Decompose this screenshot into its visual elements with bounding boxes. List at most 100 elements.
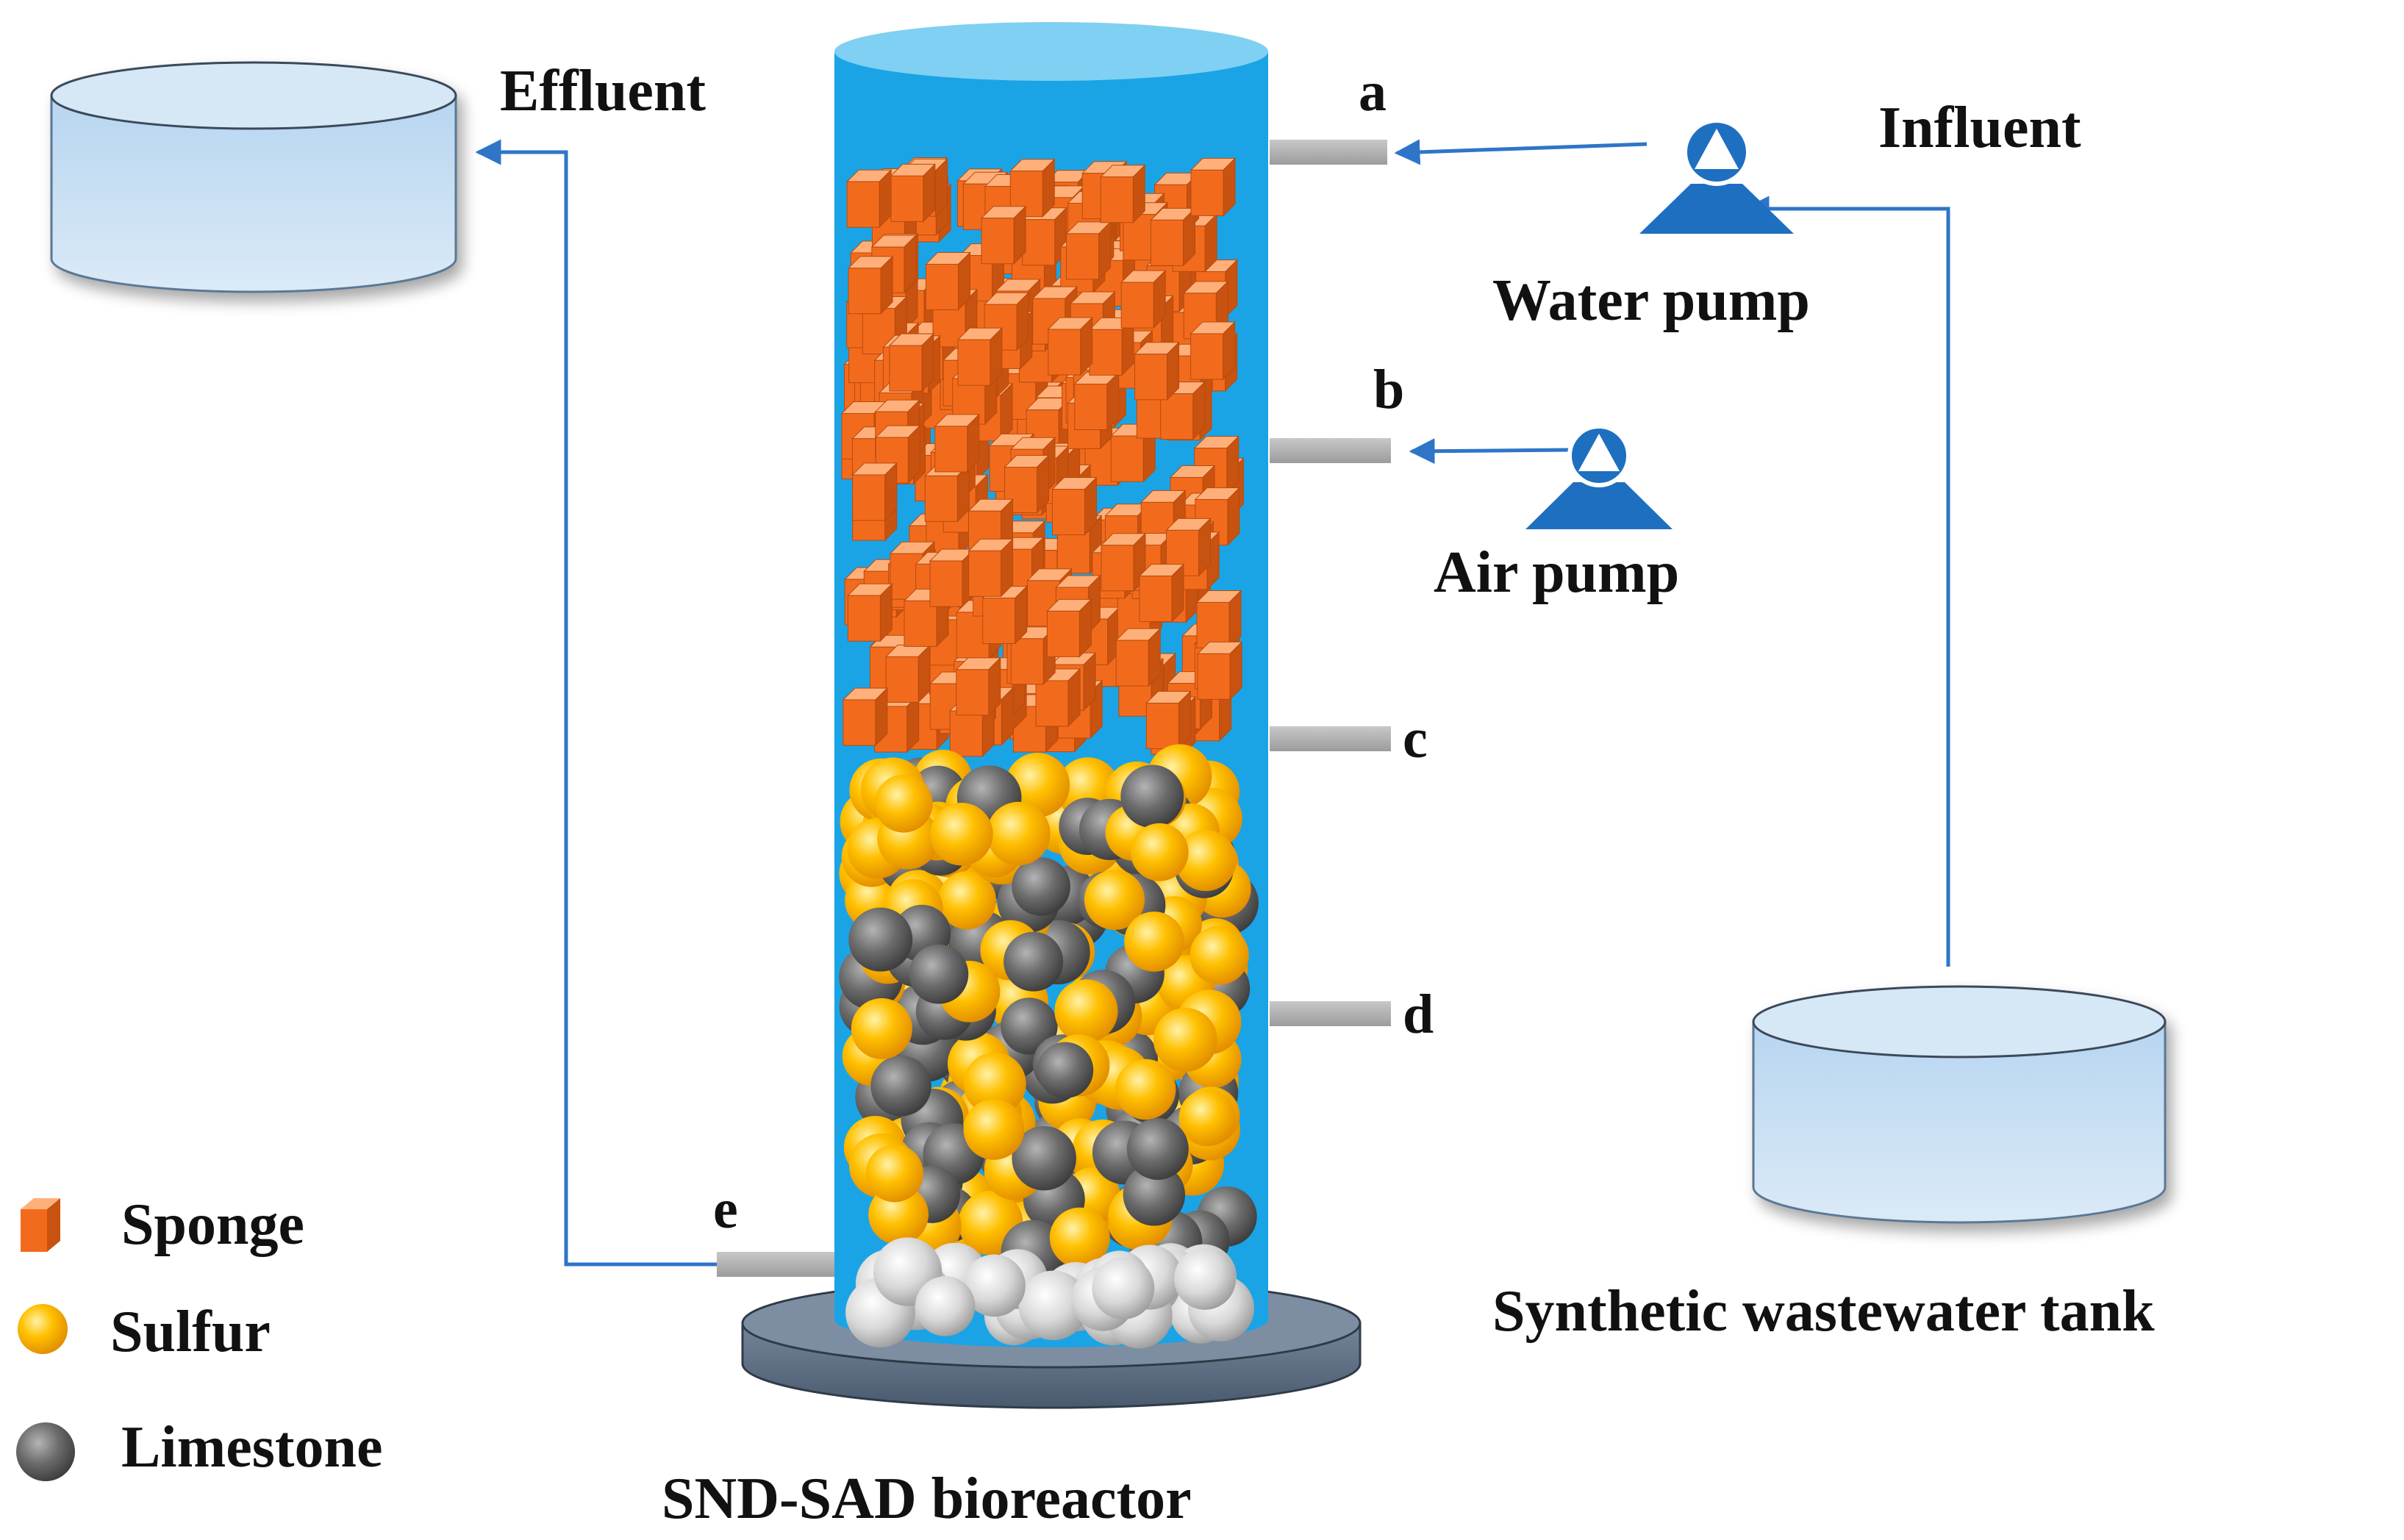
limestone-ball bbox=[1004, 931, 1064, 992]
legend-sulfur-label: Sulfur bbox=[110, 1300, 271, 1364]
effluent-tank bbox=[50, 61, 457, 293]
sponge-cube bbox=[1196, 641, 1243, 701]
air-pump bbox=[1525, 424, 1673, 529]
limestone-ball bbox=[1037, 1042, 1094, 1099]
legend: Sponge Sulfur Limestone bbox=[16, 1192, 383, 1481]
port-d bbox=[1270, 1001, 1391, 1026]
limestone-ball bbox=[909, 944, 969, 1004]
effluent-label: Effluent bbox=[500, 59, 706, 123]
limestone-ball bbox=[1126, 1118, 1189, 1181]
support-stone bbox=[1173, 1247, 1237, 1310]
sponge-cube bbox=[845, 169, 892, 229]
limestone-ball bbox=[870, 1055, 931, 1117]
port-e bbox=[717, 1252, 834, 1277]
water-pump-label: Water pump bbox=[1492, 268, 1810, 333]
sponge-cube bbox=[888, 332, 935, 393]
sponge-cube bbox=[956, 327, 1004, 387]
sponge-cube bbox=[1065, 221, 1112, 281]
support-stone bbox=[1092, 1256, 1155, 1319]
limestone-ball bbox=[1120, 764, 1184, 828]
sulfur-ball bbox=[874, 774, 933, 833]
sulfur-ball bbox=[865, 1144, 924, 1203]
wastewater-tank-label: Synthetic wastewater tank bbox=[1492, 1279, 2155, 1344]
support-stone bbox=[915, 1276, 976, 1336]
sulfur-ball bbox=[963, 1052, 1026, 1115]
sponge-cube bbox=[847, 582, 893, 642]
sulfur-ball bbox=[1115, 1059, 1176, 1120]
sulfur-ball bbox=[963, 1099, 1025, 1160]
port-e-label: e bbox=[713, 1178, 738, 1240]
port-c-label: c bbox=[1403, 708, 1428, 770]
bioreactor-label: SND-SAD bioreactor bbox=[662, 1466, 1192, 1531]
legend-sponge-icon bbox=[21, 1198, 60, 1252]
port-b-label: b bbox=[1373, 359, 1404, 420]
sponge-cube bbox=[1120, 269, 1167, 329]
sulfur-ball bbox=[851, 998, 912, 1059]
sponge-cube bbox=[842, 687, 889, 747]
sponge-cube bbox=[1145, 690, 1192, 750]
legend-sulfur-icon bbox=[18, 1304, 68, 1354]
port-a bbox=[1270, 140, 1387, 165]
support-stone bbox=[963, 1254, 1026, 1317]
sponge-cube bbox=[1190, 320, 1236, 381]
sponge-layer bbox=[840, 157, 1245, 758]
sponge-cube bbox=[1051, 476, 1098, 536]
sampling-ports bbox=[717, 140, 1391, 1277]
sponge-cube bbox=[1134, 341, 1180, 401]
legend-sponge-label: Sponge bbox=[121, 1192, 304, 1257]
limestone-ball bbox=[1001, 998, 1058, 1055]
sulfur-ball bbox=[1178, 1089, 1237, 1147]
sponge-cube bbox=[929, 548, 976, 608]
sponge-cube bbox=[1195, 590, 1242, 649]
sponge-cube bbox=[1138, 563, 1185, 623]
sulfur-ball bbox=[1190, 925, 1249, 985]
sulfur-ball bbox=[937, 871, 997, 930]
sponge-cube bbox=[1194, 487, 1241, 546]
sulfur-ball bbox=[1124, 912, 1184, 972]
limestone-ball bbox=[1123, 1164, 1186, 1226]
sulfur-ball bbox=[1054, 979, 1118, 1043]
sulfur-ball bbox=[1049, 1207, 1110, 1268]
support-stone bbox=[1018, 1270, 1089, 1341]
port-b bbox=[1270, 438, 1391, 463]
sponge-cube bbox=[1115, 627, 1162, 687]
sponge-cube bbox=[890, 163, 937, 223]
sulfur-ball bbox=[987, 801, 1051, 866]
influent-label: Influent bbox=[1878, 96, 2081, 160]
piping bbox=[475, 139, 1950, 1267]
sponge-cube bbox=[884, 644, 931, 703]
sponge-cube bbox=[1190, 157, 1237, 217]
sponge-cube bbox=[875, 424, 921, 484]
sponge-cube bbox=[934, 413, 980, 473]
sponge-cube bbox=[1073, 371, 1120, 431]
limestone-ball bbox=[1012, 857, 1070, 916]
sponge-cube bbox=[1150, 207, 1196, 267]
sponge-cube bbox=[924, 463, 970, 523]
sponge-cube bbox=[847, 255, 894, 315]
sponge-cube bbox=[925, 251, 971, 311]
sponge-cube bbox=[967, 538, 1014, 598]
influent-pipe bbox=[1743, 196, 1950, 967]
support-stone-layer bbox=[845, 1237, 1254, 1349]
effluent-pipe bbox=[475, 139, 717, 1267]
wastewater-tank bbox=[1752, 985, 2167, 1224]
sponge-cube bbox=[980, 205, 1027, 265]
sulfur-ball bbox=[930, 803, 993, 866]
sponge-cube bbox=[1047, 316, 1093, 376]
sponge-cube bbox=[1159, 381, 1206, 440]
sulfur-ball bbox=[1130, 823, 1189, 881]
air-pump-label: Air pump bbox=[1434, 540, 1679, 605]
sulfur-ball bbox=[1084, 870, 1145, 931]
port-a-label: a bbox=[1359, 61, 1387, 123]
air-pump-outlet-pipe bbox=[1409, 438, 1570, 465]
limestone-ball bbox=[848, 907, 913, 972]
legend-limestone-icon bbox=[16, 1422, 75, 1481]
water-pump bbox=[1639, 118, 1794, 234]
sulfur-ball bbox=[1153, 1008, 1217, 1072]
sponge-cube bbox=[1100, 164, 1146, 223]
sulfur-ball bbox=[1175, 829, 1237, 892]
sponge-cube bbox=[955, 656, 1001, 717]
water-pump-outlet-pipe bbox=[1394, 139, 1648, 165]
sulfur-ball bbox=[1005, 753, 1070, 817]
